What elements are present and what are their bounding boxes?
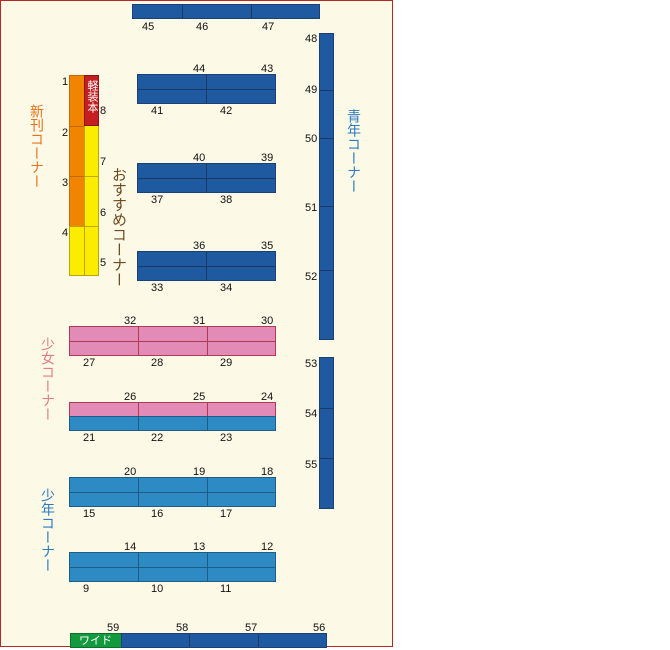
shelf-number-32: 32 [124,315,137,327]
shelf-number-1: 1 [62,76,69,88]
zone-label-shojo: 少女コーナー [40,337,56,421]
shelf-number-49: 49 [305,84,318,96]
shelf-number-48: 48 [305,33,318,45]
shelf-number-46: 46 [196,21,209,33]
shelf-number-8: 8 [100,105,107,117]
shelf-41-44 [137,74,276,104]
shelf-number-16: 16 [151,508,164,520]
shelf-number-27: 27 [83,357,96,369]
shelf-number-11: 11 [220,583,232,595]
shelf-number-37: 37 [151,194,164,206]
shelf-number-57: 57 [245,622,258,634]
zone-label-seinen: 青年コーナー [346,109,362,193]
shelf-number-38: 38 [220,194,233,206]
shelf-number-25: 25 [193,391,206,403]
shelf-number-23: 23 [220,432,233,444]
shelf-number-30: 30 [261,315,274,327]
shelf-56-58 [121,633,327,648]
shelf-number-13: 13 [193,541,206,553]
shelf-number-52: 52 [305,271,318,283]
shelf-number-43: 43 [261,63,274,75]
shelf-number-14: 14 [124,541,137,553]
shelf-number-31: 31 [193,315,206,327]
shelf-number-51: 51 [305,202,318,214]
shelf-number-21: 21 [83,432,96,444]
shelf-45-47 [132,4,320,19]
shelf-number-5: 5 [100,257,107,269]
shelf-15-20 [69,477,276,507]
shelf-number-33: 33 [151,282,164,294]
shelf-number-53: 53 [305,358,318,370]
shelf-recommended [84,125,99,276]
shelf-number-22: 22 [151,432,164,444]
shelf-number-39: 39 [261,152,274,164]
shelf-number-12: 12 [261,541,274,553]
shelf-number-35: 35 [261,240,274,252]
shelf-21-23 [69,416,276,431]
shelf-number-28: 28 [151,357,164,369]
shelf-number-44: 44 [193,63,206,75]
shelf-number-41: 41 [151,105,164,117]
shelf-number-40: 40 [193,152,206,164]
shelf-number-26: 26 [124,391,137,403]
floor-map: 45 46 47 新刊コーナー 軽装本 1 2 3 4 5 6 7 8 おすすめ… [0,0,393,648]
zone-label-shonen: 少年コーナー [40,488,56,572]
shelf-number-36: 36 [193,240,206,252]
shelf-number-17: 17 [220,508,233,520]
shelf-number-56: 56 [313,622,326,634]
shelf-53-55 [319,357,334,509]
shelf-new-release [69,75,85,227]
wide-label: ワイド [79,635,112,647]
shelf-number-2: 2 [62,127,69,139]
shelf-number-29: 29 [220,357,233,369]
shelf-wide: ワイド [70,633,122,648]
shelf-37-40 [137,163,276,193]
shelf-number-6: 6 [100,207,107,219]
shelf-number-10: 10 [151,583,164,595]
shelf-number-59: 59 [107,622,120,634]
shelf-number-47: 47 [262,21,275,33]
zone-label-new-release: 新刊コーナー [29,104,45,188]
shelf-27-32 [69,326,276,356]
shelf-number-7: 7 [100,156,107,168]
shelf-number-34: 34 [220,282,233,294]
shelf-paperback: 軽装本 [84,75,99,126]
shelf-number-18: 18 [261,466,274,478]
shelf-33-36 [137,251,276,281]
shelf-number-15: 15 [83,508,96,520]
shelf-number-19: 19 [193,466,206,478]
shelf-number-55: 55 [305,459,318,471]
shelf-number-54: 54 [305,408,318,420]
shelf-new-release-lower [69,226,85,276]
shelf-48-52 [319,33,334,340]
paperback-label: 軽装本 [86,80,98,113]
shelf-number-9: 9 [83,583,90,595]
shelf-number-24: 24 [261,391,274,403]
zone-label-recommended: おすすめコーナー [110,167,127,287]
shelf-number-42: 42 [220,105,233,117]
shelf-number-58: 58 [176,622,189,634]
shelf-24-26 [69,402,276,417]
shelf-9-14 [69,552,276,582]
shelf-number-20: 20 [124,466,137,478]
shelf-number-4: 4 [62,227,69,239]
shelf-number-45: 45 [142,21,155,33]
shelf-number-3: 3 [62,177,69,189]
shelf-number-50: 50 [305,133,318,145]
